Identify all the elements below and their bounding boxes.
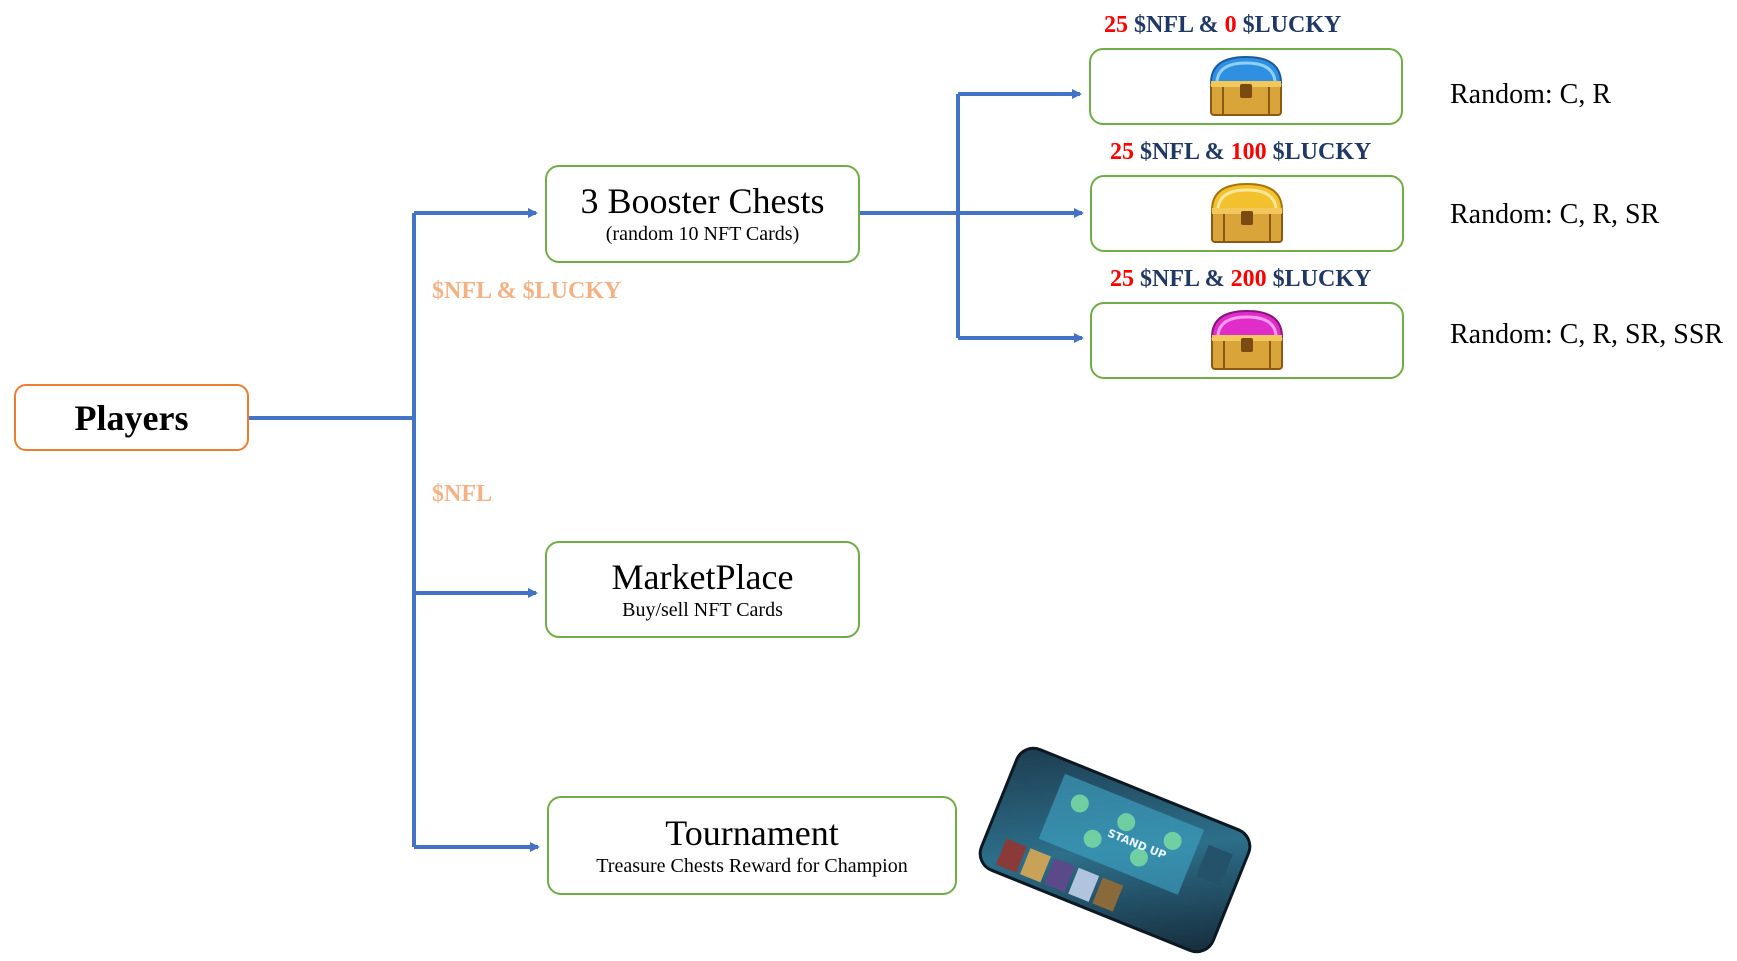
- card-game-board-image: STAND UP: [978, 746, 1252, 954]
- chest-2-nfl-token: $NFL &: [1140, 139, 1225, 165]
- chest-1-nfl-amount: 25: [1104, 12, 1128, 38]
- chest-1-lucky-token: $LUCKY: [1242, 12, 1342, 38]
- chest-2-nfl-amount: 25: [1110, 139, 1134, 165]
- pink-chest-icon: [1210, 309, 1284, 370]
- tournament-subtitle: Treasure Chests Reward for Champion: [596, 854, 908, 877]
- chest-3-nfl-token: $NFL &: [1140, 266, 1225, 292]
- marketplace-node: MarketPlace Buy/sell NFT Cards: [545, 541, 860, 638]
- chest-1-lucky-amount: 0: [1224, 12, 1237, 38]
- chest-box-gold: [1090, 175, 1404, 252]
- chest-1-nfl-token: $NFL &: [1134, 12, 1219, 38]
- chest-2-lucky-amount: 100: [1230, 139, 1267, 165]
- chest-3-nfl-amount: 25: [1110, 266, 1134, 292]
- chest-2-lucky-token: $LUCKY: [1272, 139, 1372, 165]
- edge-label-nfl-lucky: $NFL & $LUCKY: [432, 278, 622, 304]
- chest-price-2: 25 $NFL & 100 $LUCKY: [1110, 139, 1371, 166]
- chest-3-rarity: Random: C, R, SR, SSR: [1450, 319, 1724, 350]
- tournament-title: Tournament: [665, 812, 839, 853]
- booster-chests-title: 3 Booster Chests: [580, 181, 825, 221]
- chest-3-lucky-token: $LUCKY: [1272, 266, 1372, 292]
- chest-box-blue: [1089, 48, 1403, 125]
- blue-chest-icon: [1209, 55, 1283, 116]
- chest-price-1: 25 $NFL & 0 $LUCKY: [1104, 12, 1341, 39]
- marketplace-subtitle: Buy/sell NFT Cards: [622, 598, 783, 621]
- chest-2-rarity: Random: C, R, SR: [1450, 199, 1660, 230]
- players-label: Players: [74, 397, 189, 438]
- chest-1-rarity: Random: C, R: [1450, 79, 1612, 110]
- edge-label-nfl: $NFL: [432, 481, 492, 507]
- booster-chests-subtitle: (random 10 NFT Cards): [605, 223, 800, 245]
- gold-chest-icon: [1210, 182, 1284, 243]
- tournament-node: Tournament Treasure Chests Reward for Ch…: [547, 796, 957, 895]
- players-node: Players: [14, 384, 249, 451]
- chest-price-3: 25 $NFL & 200 $LUCKY: [1110, 266, 1371, 293]
- chest-box-pink: [1090, 302, 1404, 379]
- marketplace-title: MarketPlace: [611, 556, 794, 597]
- chest-3-lucky-amount: 200: [1230, 266, 1267, 292]
- booster-chests-node: 3 Booster Chests (random 10 NFT Cards): [545, 165, 860, 263]
